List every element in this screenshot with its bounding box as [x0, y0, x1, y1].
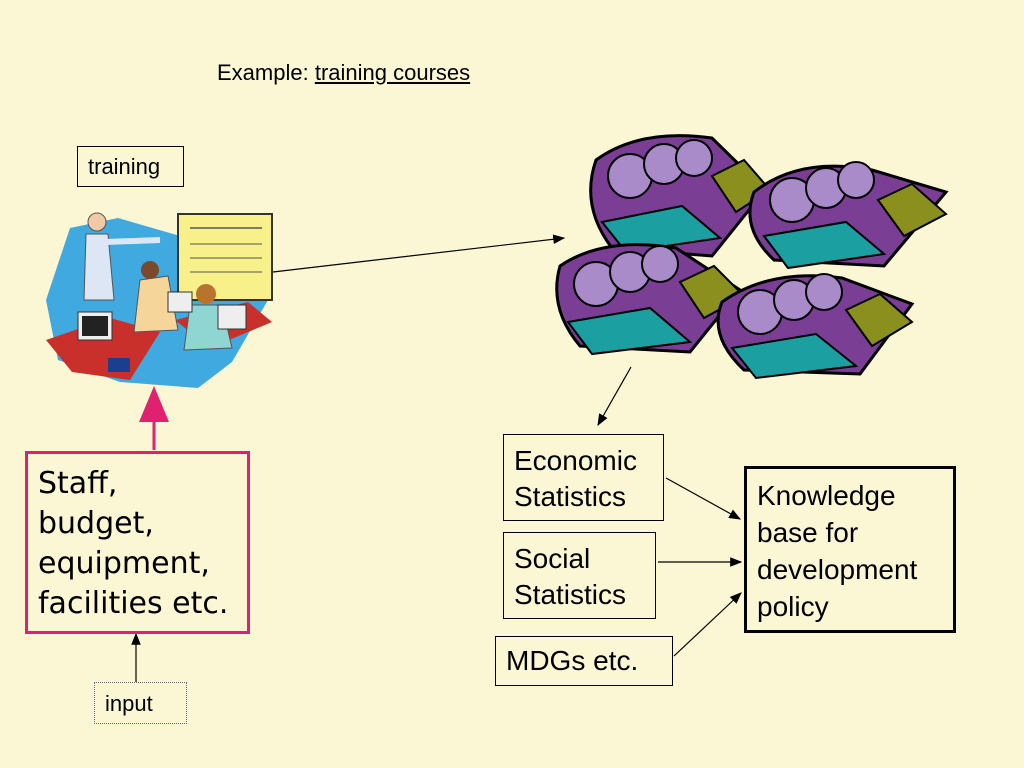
arrow-group-to-statistics: [597, 366, 632, 427]
title-link[interactable]: training courses: [314, 60, 471, 85]
social-line-2: Statistics: [514, 579, 627, 610]
arrow-training-to-group: [272, 234, 566, 273]
knowledge-line-3: development: [757, 554, 918, 585]
inputs-line-4: facilities etc.: [38, 586, 229, 621]
slide-title: Example: training courses: [217, 60, 470, 86]
mdgs-label: MDGs etc.: [506, 645, 639, 676]
economic-line-1: Economic: [514, 445, 637, 476]
arrow-mdgs-to-knowledge: [673, 592, 742, 657]
inputs-line-3: equipment,: [38, 546, 210, 581]
inputs-box: Staff, budget, equipment, facilities etc…: [25, 451, 250, 634]
arrow-economic-to-knowledge: [665, 477, 742, 520]
social-statistics-box: Social Statistics: [503, 532, 656, 619]
knowledge-line-4: policy: [757, 591, 829, 622]
training-label: training: [88, 154, 161, 179]
input-label-box: input: [94, 682, 187, 724]
knowledge-base-box: Knowledge base for development policy: [744, 466, 956, 633]
economic-statistics-box: Economic Statistics: [503, 434, 664, 521]
economic-line-2: Statistics: [514, 481, 627, 512]
social-line-1: Social: [514, 543, 591, 574]
title-prefix: Example:: [217, 60, 315, 85]
mdgs-box: MDGs etc.: [495, 636, 673, 686]
inputs-line-2: budget,: [38, 506, 154, 541]
training-box: training: [77, 146, 184, 187]
knowledge-line-1: Knowledge: [757, 480, 896, 511]
input-label: input: [105, 691, 153, 716]
inputs-line-1: Staff,: [38, 466, 118, 501]
knowledge-line-2: base for: [757, 517, 859, 548]
